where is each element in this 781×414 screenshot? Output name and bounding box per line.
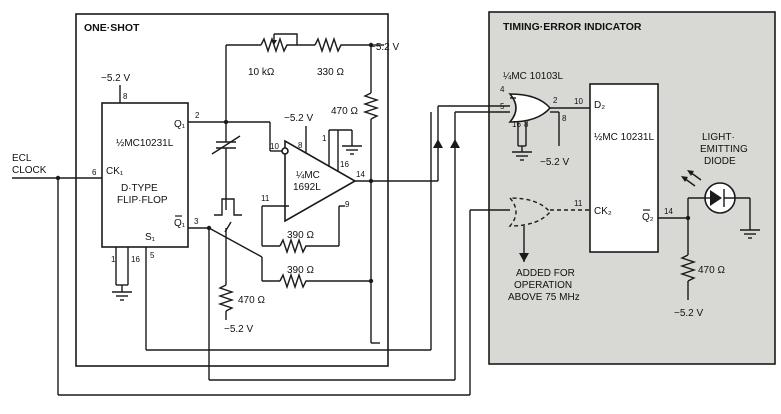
ff1-name-line2: FLIP·FLOP xyxy=(117,195,168,206)
svg-text:5: 5 xyxy=(500,102,505,111)
note-line1: ADDED FOR xyxy=(516,268,575,279)
svg-text:14: 14 xyxy=(356,170,365,179)
svg-text:2: 2 xyxy=(195,111,200,120)
comparator: 10 ¼MC 1692L −5.2 V 8 1 16 11 9 xyxy=(261,113,362,223)
comparator-part-line2: 1692L xyxy=(293,182,321,193)
led-label-line3: DIODE xyxy=(704,156,736,167)
led-label-line1: LIGHT· xyxy=(702,132,735,143)
one-shot-title: ONE·SHOT xyxy=(84,22,140,34)
svg-text:1: 1 xyxy=(322,134,327,143)
comparator-supply-label: −5.2 V xyxy=(284,113,314,124)
one-shot-frame xyxy=(75,13,389,367)
svg-text:10: 10 xyxy=(574,97,583,106)
led-label-line2: EMITTING xyxy=(700,144,748,155)
comparator-part-line1: ¼MC xyxy=(296,169,320,181)
svg-text:1: 1 xyxy=(111,255,116,264)
optional-or-gate xyxy=(508,197,551,227)
svg-text:9: 9 xyxy=(345,200,350,209)
ff2-pin-q2bar: Q₂ xyxy=(642,212,654,223)
svg-text:2: 2 xyxy=(553,96,558,105)
svg-text:4: 4 xyxy=(500,85,505,94)
pot-10k-label: 10 kΩ xyxy=(248,67,275,78)
ff1-pin-s1: S₁ xyxy=(145,232,156,243)
svg-text:11: 11 xyxy=(261,194,270,203)
ff2-pin-ck2: CK₂ xyxy=(594,206,612,217)
supply-top-right: −5.2 V xyxy=(370,42,400,53)
ff1-supply-label: −5.2 V xyxy=(101,73,131,84)
r390a-label: 390 Ω xyxy=(287,230,314,241)
svg-text:16: 16 xyxy=(131,255,140,264)
ff2-pin-d2: D₂ xyxy=(594,100,605,111)
flipflop-1: −5.2 V 8 ½MC10231L D·TYPE FLIP·FLOP Q₁ C… xyxy=(101,73,189,248)
or-gate: ¼MC 10103L 4 5 16 8 2 xyxy=(500,70,563,161)
note-line3: ABOVE 75 MHz xyxy=(508,292,580,303)
svg-text:3: 3 xyxy=(194,217,199,226)
ff2-r470-label: 470 Ω xyxy=(698,265,725,276)
svg-text:5: 5 xyxy=(150,251,155,260)
ff1-name-line1: D·TYPE xyxy=(121,183,158,194)
supply-bottom: −5.2 V xyxy=(224,324,254,335)
ff1-pin-ck1: CK₁ xyxy=(106,166,124,177)
ecl-clock-line2: CLOCK xyxy=(12,165,47,176)
ecl-clock-line1: ECL xyxy=(12,153,32,164)
svg-text:14: 14 xyxy=(664,207,673,216)
svg-text:8: 8 xyxy=(298,141,303,150)
led xyxy=(681,170,750,214)
flipflop-2: ½MC 10231L D₂ CK₂ Q₂ xyxy=(589,83,659,253)
note-line2: OPERATION xyxy=(514,280,572,291)
r390b-label: 390 Ω xyxy=(287,265,314,276)
svg-text:10: 10 xyxy=(270,142,279,151)
ff1-pin-q1bar: Q₁ xyxy=(174,218,186,229)
gate-supply-label: −5.2 V xyxy=(540,157,570,168)
svg-text:8: 8 xyxy=(123,92,128,101)
svg-text:8: 8 xyxy=(562,114,567,123)
dashed-pin-label: 11 xyxy=(574,199,583,208)
svg-text:6: 6 xyxy=(92,168,97,177)
svg-text:16: 16 xyxy=(512,120,521,129)
r470-bottom-label: 470 Ω xyxy=(238,295,265,306)
r470-right-label: 470 Ω xyxy=(331,106,358,117)
r330-label: 330 Ω xyxy=(317,67,344,78)
ff2-supply-label: −5.2 V xyxy=(674,308,704,319)
ff1-part-label: ½MC10231L xyxy=(116,138,174,149)
ff1-pin-q1: Q₁ xyxy=(174,119,186,130)
timing-error-title: TIMING·ERROR INDICATOR xyxy=(503,21,642,33)
ff2-part-label: ½MC 10231L xyxy=(594,132,654,143)
svg-text:16: 16 xyxy=(340,160,349,169)
or-gate-part: ¼MC 10103L xyxy=(503,70,563,82)
